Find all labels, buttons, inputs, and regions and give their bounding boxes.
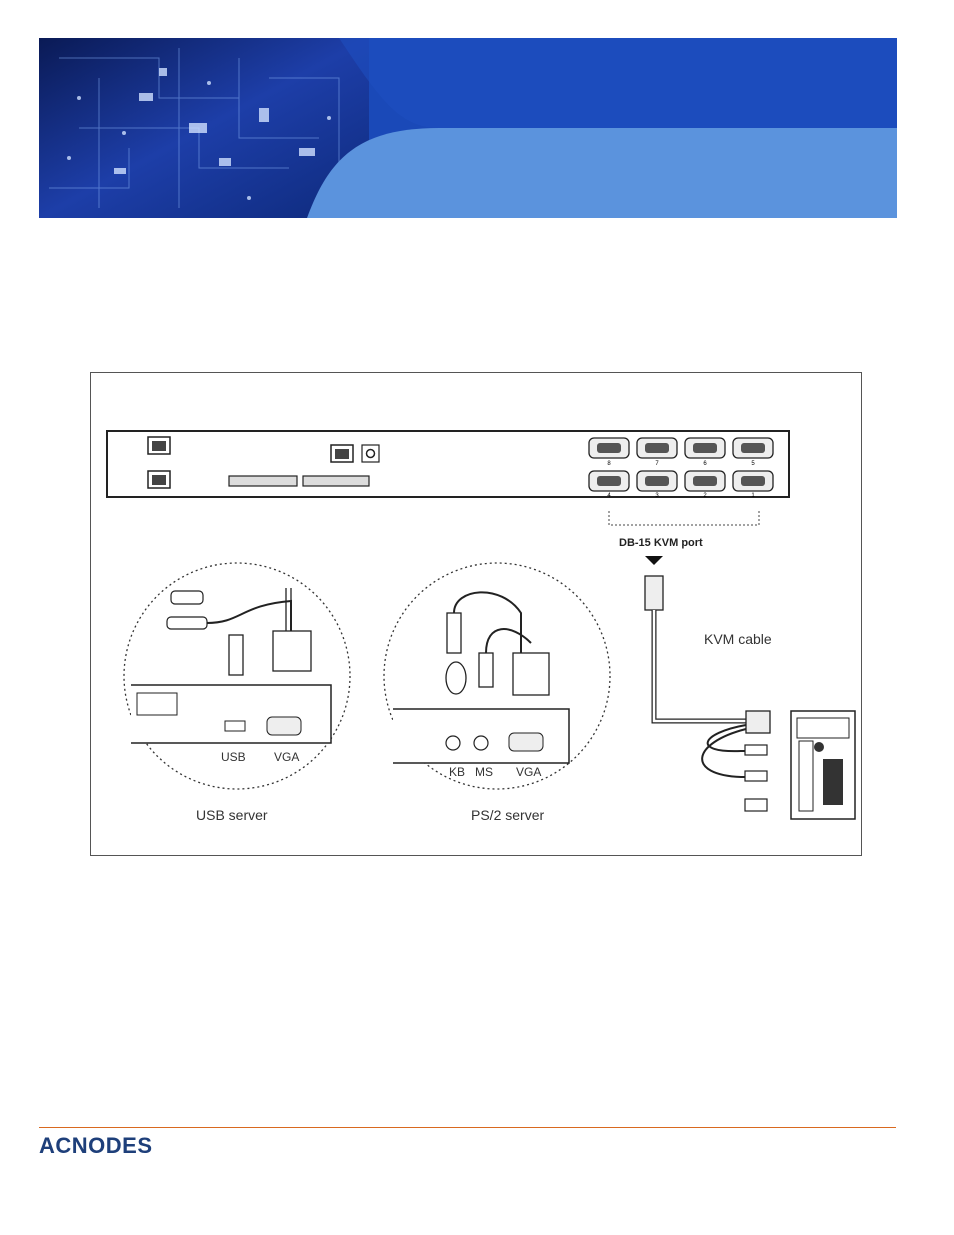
header-banner [39, 38, 897, 218]
port-number-top-6: 6 [703, 461, 707, 467]
port-number-top-7: 7 [655, 461, 659, 467]
kvm-cable-pc-vga [746, 711, 770, 733]
ms-port-label: MS [475, 765, 493, 779]
kb-port-label: KB [449, 765, 465, 779]
daisy-chain-connector-1 [229, 476, 297, 486]
port-number-top-5: 5 [751, 461, 755, 467]
kvm-cable-usb [745, 771, 767, 781]
usb-port-label: USB [221, 750, 246, 764]
usb-server-vga-label: VGA [274, 750, 299, 764]
power-jack [362, 445, 379, 462]
ps2-server-vga-label: VGA [516, 765, 541, 779]
down-arrow-icon [645, 556, 663, 565]
kvm-cable-vga-head [645, 576, 663, 610]
usb-server-label: USB server [196, 807, 268, 823]
ps2-server-ms-plug [479, 653, 493, 687]
ps2-server-label: PS/2 server [471, 807, 544, 823]
logo-text: ACNODES [39, 1133, 153, 1158]
ps2-server-vga-plug [513, 653, 549, 695]
footer-rule [39, 1127, 896, 1128]
kvm-port-label: DB-15 KVM port [619, 537, 703, 549]
kvm-cable-label: KVM cable [704, 631, 772, 647]
kvm-cable-ps2-kb [745, 745, 767, 755]
kvm-cable-ps2-ms [745, 799, 767, 811]
daisy-chain-connector-2 [303, 476, 369, 486]
ps2-server-kb-plug [446, 662, 466, 694]
acnodes-logo: ACNODES [39, 1133, 153, 1161]
usb-server-usb-plug [229, 635, 243, 675]
port-number-top-8: 8 [607, 461, 611, 467]
usb-server-vga-plug [273, 631, 311, 671]
